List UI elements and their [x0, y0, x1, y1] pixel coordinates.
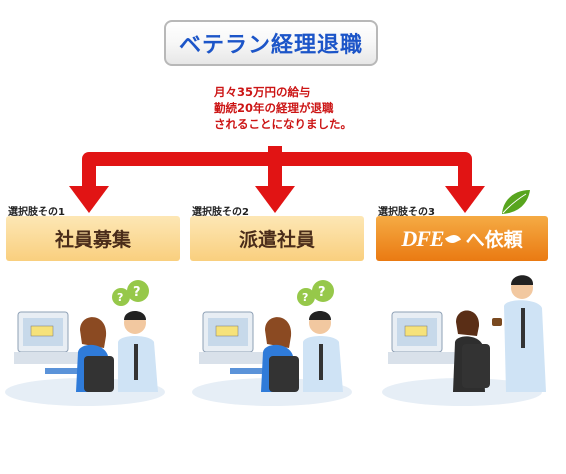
option-1-label: 選択肢その1 — [8, 207, 65, 218]
arrow-head-1 — [69, 186, 109, 213]
svg-text:?: ? — [117, 291, 123, 304]
arrow-shaft-2 — [268, 159, 282, 191]
office-scene-3 — [382, 275, 546, 406]
office-scene-1: ? ? — [5, 280, 165, 406]
option-1-box: 社員募集 — [6, 216, 180, 261]
svg-text:?: ? — [133, 285, 141, 300]
option-2-box: 派遣社員 — [190, 216, 364, 261]
description-line: されることになりました。 — [214, 117, 352, 131]
svg-text:?: ? — [318, 285, 326, 300]
arrow-head-2 — [255, 186, 295, 213]
title-box: ベテラン経理退職 — [164, 20, 378, 66]
description-line: 勤続20年の経理が退職 — [214, 101, 334, 115]
option-3-label: 選択肢その3 — [378, 207, 435, 218]
option-3-box: DFE へ依頼 — [376, 216, 548, 261]
dfe-logo: DFE — [401, 225, 444, 251]
option-2-text: 派遣社員 — [238, 229, 315, 251]
leaf-icon — [502, 190, 530, 214]
office-scene-2: ? ? — [192, 280, 352, 406]
option-2-label: 選択肢その2 — [192, 207, 249, 218]
description-line: 月々35万円の給与 — [214, 85, 311, 99]
arrow-shaft-3 — [458, 159, 472, 191]
svg-text:?: ? — [302, 291, 308, 304]
description: 月々35万円の給与 勤続20年の経理が退職 されることになりました。 — [214, 84, 364, 132]
option-1-text: 社員募集 — [54, 229, 131, 251]
arrow-shaft-1 — [82, 159, 96, 191]
arrow-head-3 — [445, 186, 485, 213]
option-3-text: へ依頼 — [465, 229, 523, 251]
page-title: ベテラン経理退職 — [178, 33, 363, 58]
